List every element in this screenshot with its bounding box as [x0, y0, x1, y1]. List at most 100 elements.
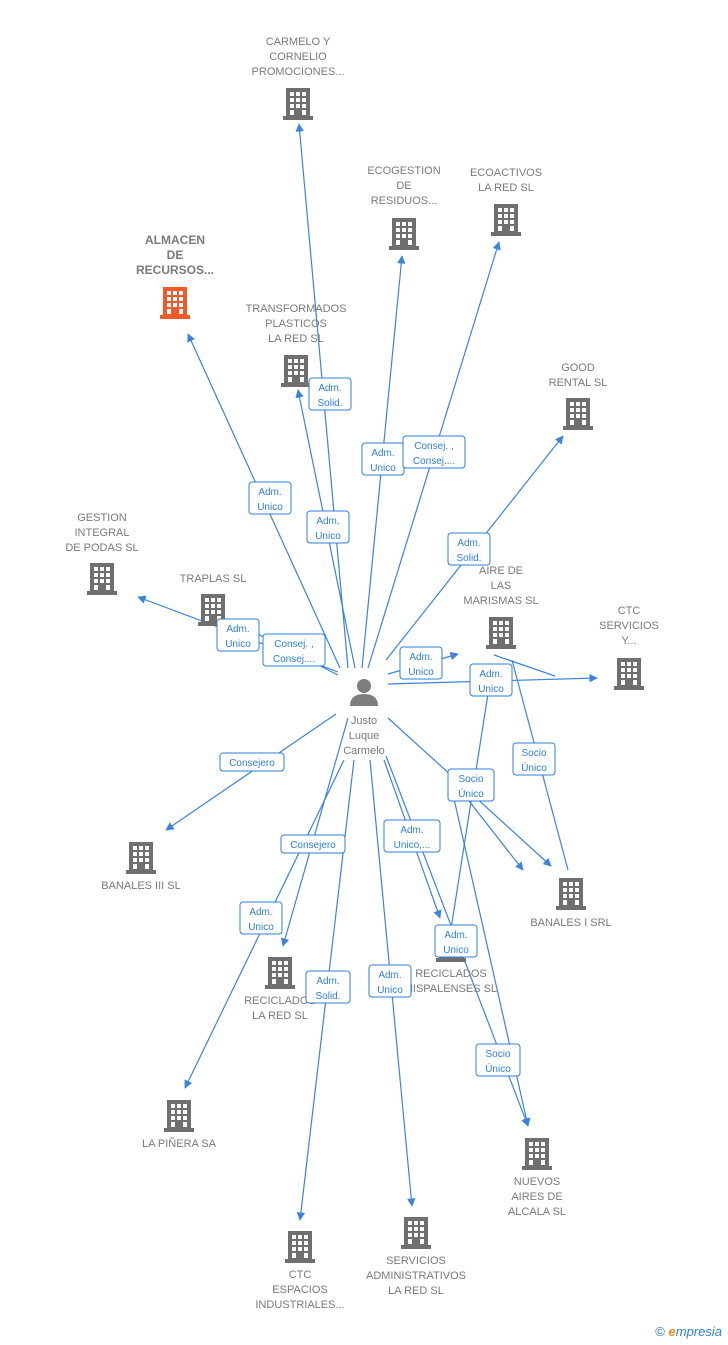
- relation-box: [219, 752, 285, 772]
- relation-badge-almacen[interactable]: Adm.Unico: [248, 481, 292, 515]
- company-label: RECICLADOS: [415, 968, 487, 980]
- brand-logo-text: mpresia: [675, 1324, 722, 1339]
- company-label: MARISMAS SL: [463, 595, 538, 607]
- person-label: Carmelo: [343, 745, 385, 757]
- building-icon: [486, 617, 516, 649]
- company-node-almacen[interactable]: ALMACENDERECURSOS...: [136, 233, 214, 319]
- company-label: INDUSTRIALES...: [255, 1299, 344, 1311]
- company-label: CARMELO Y: [266, 36, 331, 48]
- building-icon: [522, 1138, 552, 1170]
- company-node-banales1[interactable]: BANALES I SRL: [530, 878, 612, 929]
- relation-badge-ctc_serv[interactable]: Adm.Unico: [469, 663, 513, 697]
- company-label: CORNELIO: [269, 51, 327, 63]
- relation-label: Adm.: [409, 652, 432, 663]
- relation-box: [239, 901, 283, 935]
- company-label: PROMOCIONES...: [252, 66, 345, 78]
- relation-badge-aire[interactable]: Adm. Unico: [399, 646, 443, 680]
- company-label: RENTAL SL: [549, 377, 608, 389]
- company-label: SERVICIOS: [386, 1255, 446, 1267]
- company-node-ecogestion[interactable]: ECOGESTIONDERESIDUOS...: [367, 165, 441, 250]
- relation-label: Unico: [370, 463, 396, 474]
- relation-box: [512, 742, 556, 776]
- company-label: ALMACEN: [145, 233, 205, 247]
- relation-label: Único: [485, 1062, 511, 1075]
- company-label: ALCALA SL: [508, 1206, 566, 1218]
- company-label: TRAPLAS SL: [180, 573, 247, 585]
- relation-badge-pinera[interactable]: Adm.Unico: [239, 901, 283, 935]
- relation-label: Unico: [225, 639, 251, 650]
- relation-box: [308, 377, 352, 411]
- relation-label: Solid.: [317, 398, 342, 409]
- relation-badge-reciclados_red[interactable]: Consejero: [280, 834, 346, 854]
- company-node-ctc_esp[interactable]: CTCESPACIOSINDUSTRIALES...: [255, 1231, 345, 1311]
- copyright-icon: ©: [655, 1324, 665, 1339]
- relation-badge-traplas[interactable]: Consej. , Consej....: [262, 633, 326, 667]
- relation-label: Adm.: [444, 930, 467, 941]
- company-label: LA PIÑERA SA: [142, 1137, 217, 1150]
- relation-label: Unico: [257, 502, 283, 513]
- company-label: LA RED SL: [388, 1285, 444, 1297]
- company-label: Y...: [621, 635, 636, 647]
- company-node-pinera[interactable]: LA PIÑERA SA: [142, 1100, 217, 1150]
- company-label: ECOACTIVOS: [470, 167, 542, 179]
- building-icon: [401, 1217, 431, 1249]
- relation-badge-ecogestion[interactable]: Adm.Unico: [361, 442, 405, 476]
- relation-box: [469, 663, 513, 697]
- relation-badge-gestion[interactable]: Adm.Unico: [216, 618, 260, 652]
- building-icon: [160, 287, 190, 319]
- company-node-carmelo[interactable]: CARMELO Y CORNELIO PROMOCIONES...: [252, 36, 345, 120]
- relation-badge-banales3[interactable]: Consejero: [219, 752, 285, 772]
- relation-badge-ctc_esp[interactable]: Adm.Solid.: [305, 970, 351, 1004]
- company-label: CTC: [618, 605, 641, 617]
- company-node-ctc_serv[interactable]: CTCSERVICIOSY...: [599, 605, 659, 690]
- relation-badge-servicios[interactable]: Adm.Unico: [368, 964, 412, 998]
- relation-box: [383, 819, 441, 853]
- relation-box: [402, 435, 466, 469]
- relation-label: Consej. ,: [274, 639, 313, 650]
- relation-badge-good[interactable]: Adm.Solid.: [447, 532, 491, 566]
- person-icon: [357, 679, 371, 693]
- relation-box: [306, 510, 350, 544]
- company-node-traplas[interactable]: TRAPLAS SL: [180, 573, 247, 626]
- relation-label: Consejero: [229, 758, 275, 769]
- relation-label: Adm.: [457, 538, 480, 549]
- relation-box: [368, 964, 412, 998]
- relation-badge-transformados[interactable]: Adm.Unico: [306, 510, 350, 544]
- relation-label: Unico: [408, 667, 434, 678]
- relation-badge-carmelo[interactable]: Adm.Solid.: [308, 377, 352, 411]
- company-label: BANALES I SRL: [530, 917, 611, 929]
- relation-badge-nuevos[interactable]: Adm.Unico: [434, 924, 478, 958]
- relation-label: Unico: [377, 985, 403, 996]
- relation-label: Consej....: [273, 654, 315, 665]
- company-label: AIRE DE: [479, 565, 523, 577]
- building-icon: [87, 563, 117, 595]
- relation-badge-ecoactivos[interactable]: Consej. ,Consej....: [402, 435, 466, 469]
- company-label: TRANSFORMADOS: [246, 303, 347, 315]
- company-label: RESIDUOS...: [371, 195, 438, 207]
- company-node-banales3[interactable]: BANALES III SL: [101, 842, 181, 892]
- building-icon: [614, 658, 644, 690]
- company-label: AIRES DE: [511, 1191, 562, 1203]
- person-label: Luque: [349, 730, 380, 742]
- relation-label: Adm.: [400, 825, 423, 836]
- relation-badge-reciclados_hisp[interactable]: Adm.Unico,...: [383, 819, 441, 853]
- relation-label: Socio: [521, 748, 546, 759]
- company-label: INTEGRAL: [74, 527, 129, 539]
- person-label: Justo: [351, 715, 377, 727]
- relation-label: Adm.: [249, 907, 272, 918]
- relation-label: Socio: [485, 1049, 510, 1060]
